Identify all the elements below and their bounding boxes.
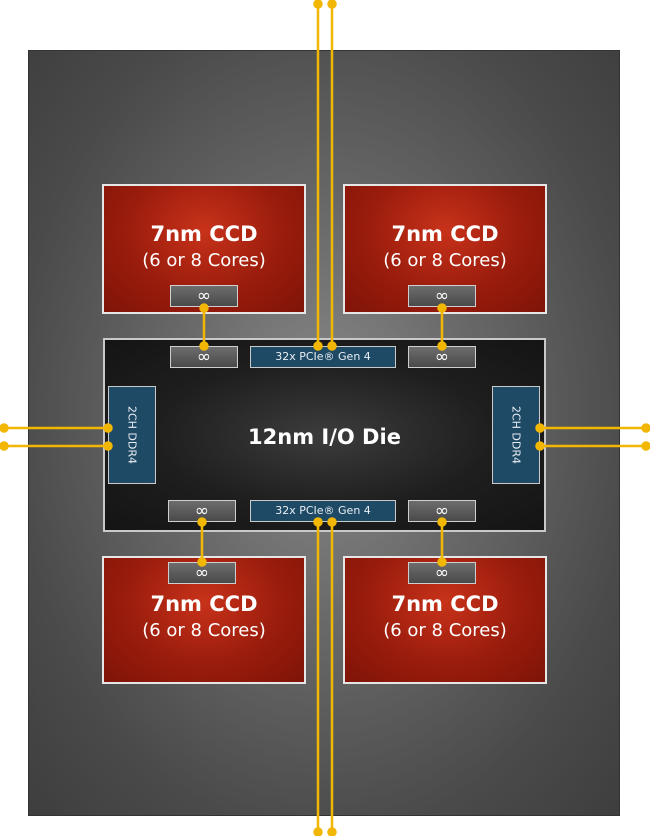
ddr4-left: 2CH DDR4	[108, 386, 156, 484]
wire-dot	[327, 341, 337, 351]
io-die: 12nm I/O Die	[103, 338, 546, 532]
ccd-top-right: 7nm CCD (6 or 8 Cores)	[343, 184, 547, 314]
wire-dot	[199, 303, 209, 313]
wire-dot	[641, 441, 650, 451]
ccd-cores: (6 or 8 Cores)	[142, 620, 266, 641]
pcie-bottom: 32x PCIe® Gen 4	[250, 500, 396, 522]
wire-dot	[437, 517, 447, 527]
pcie-top: 32x PCIe® Gen 4	[250, 346, 396, 368]
wire-dot	[313, 517, 323, 527]
ddr4-right: 2CH DDR4	[492, 386, 540, 484]
ccd-title: 7nm CCD	[150, 592, 258, 616]
wire-dot	[197, 557, 207, 567]
ccd-title: 7nm CCD	[391, 592, 499, 616]
wire-dot	[437, 303, 447, 313]
wire-dot	[313, 341, 323, 351]
wire-dot	[103, 423, 113, 433]
wire-dot	[437, 557, 447, 567]
infinity-fabric-ccd-bottom-left: ∞	[168, 562, 236, 584]
wire-dot	[437, 341, 447, 351]
wire-dot	[0, 441, 9, 451]
wire-dot	[0, 423, 9, 433]
wire-dot	[197, 517, 207, 527]
wire-dot	[535, 423, 545, 433]
wire-dot	[199, 341, 209, 351]
ccd-cores: (6 or 8 Cores)	[383, 250, 507, 271]
io-die-label: 12nm I/O Die	[248, 425, 401, 449]
ccd-bottom-left: 7nm CCD (6 or 8 Cores)	[102, 556, 306, 684]
ccd-title: 7nm CCD	[150, 222, 258, 246]
ccd-title: 7nm CCD	[391, 222, 499, 246]
wire-dot	[103, 441, 113, 451]
wire-dot	[327, 517, 337, 527]
ccd-cores: (6 or 8 Cores)	[383, 620, 507, 641]
wire-dot	[535, 441, 545, 451]
wire-dot	[313, 827, 323, 836]
wire-dot	[313, 0, 323, 9]
wire-dot	[327, 827, 337, 836]
wire-dot	[641, 423, 650, 433]
wire-dot	[327, 0, 337, 9]
ccd-cores: (6 or 8 Cores)	[142, 250, 266, 271]
